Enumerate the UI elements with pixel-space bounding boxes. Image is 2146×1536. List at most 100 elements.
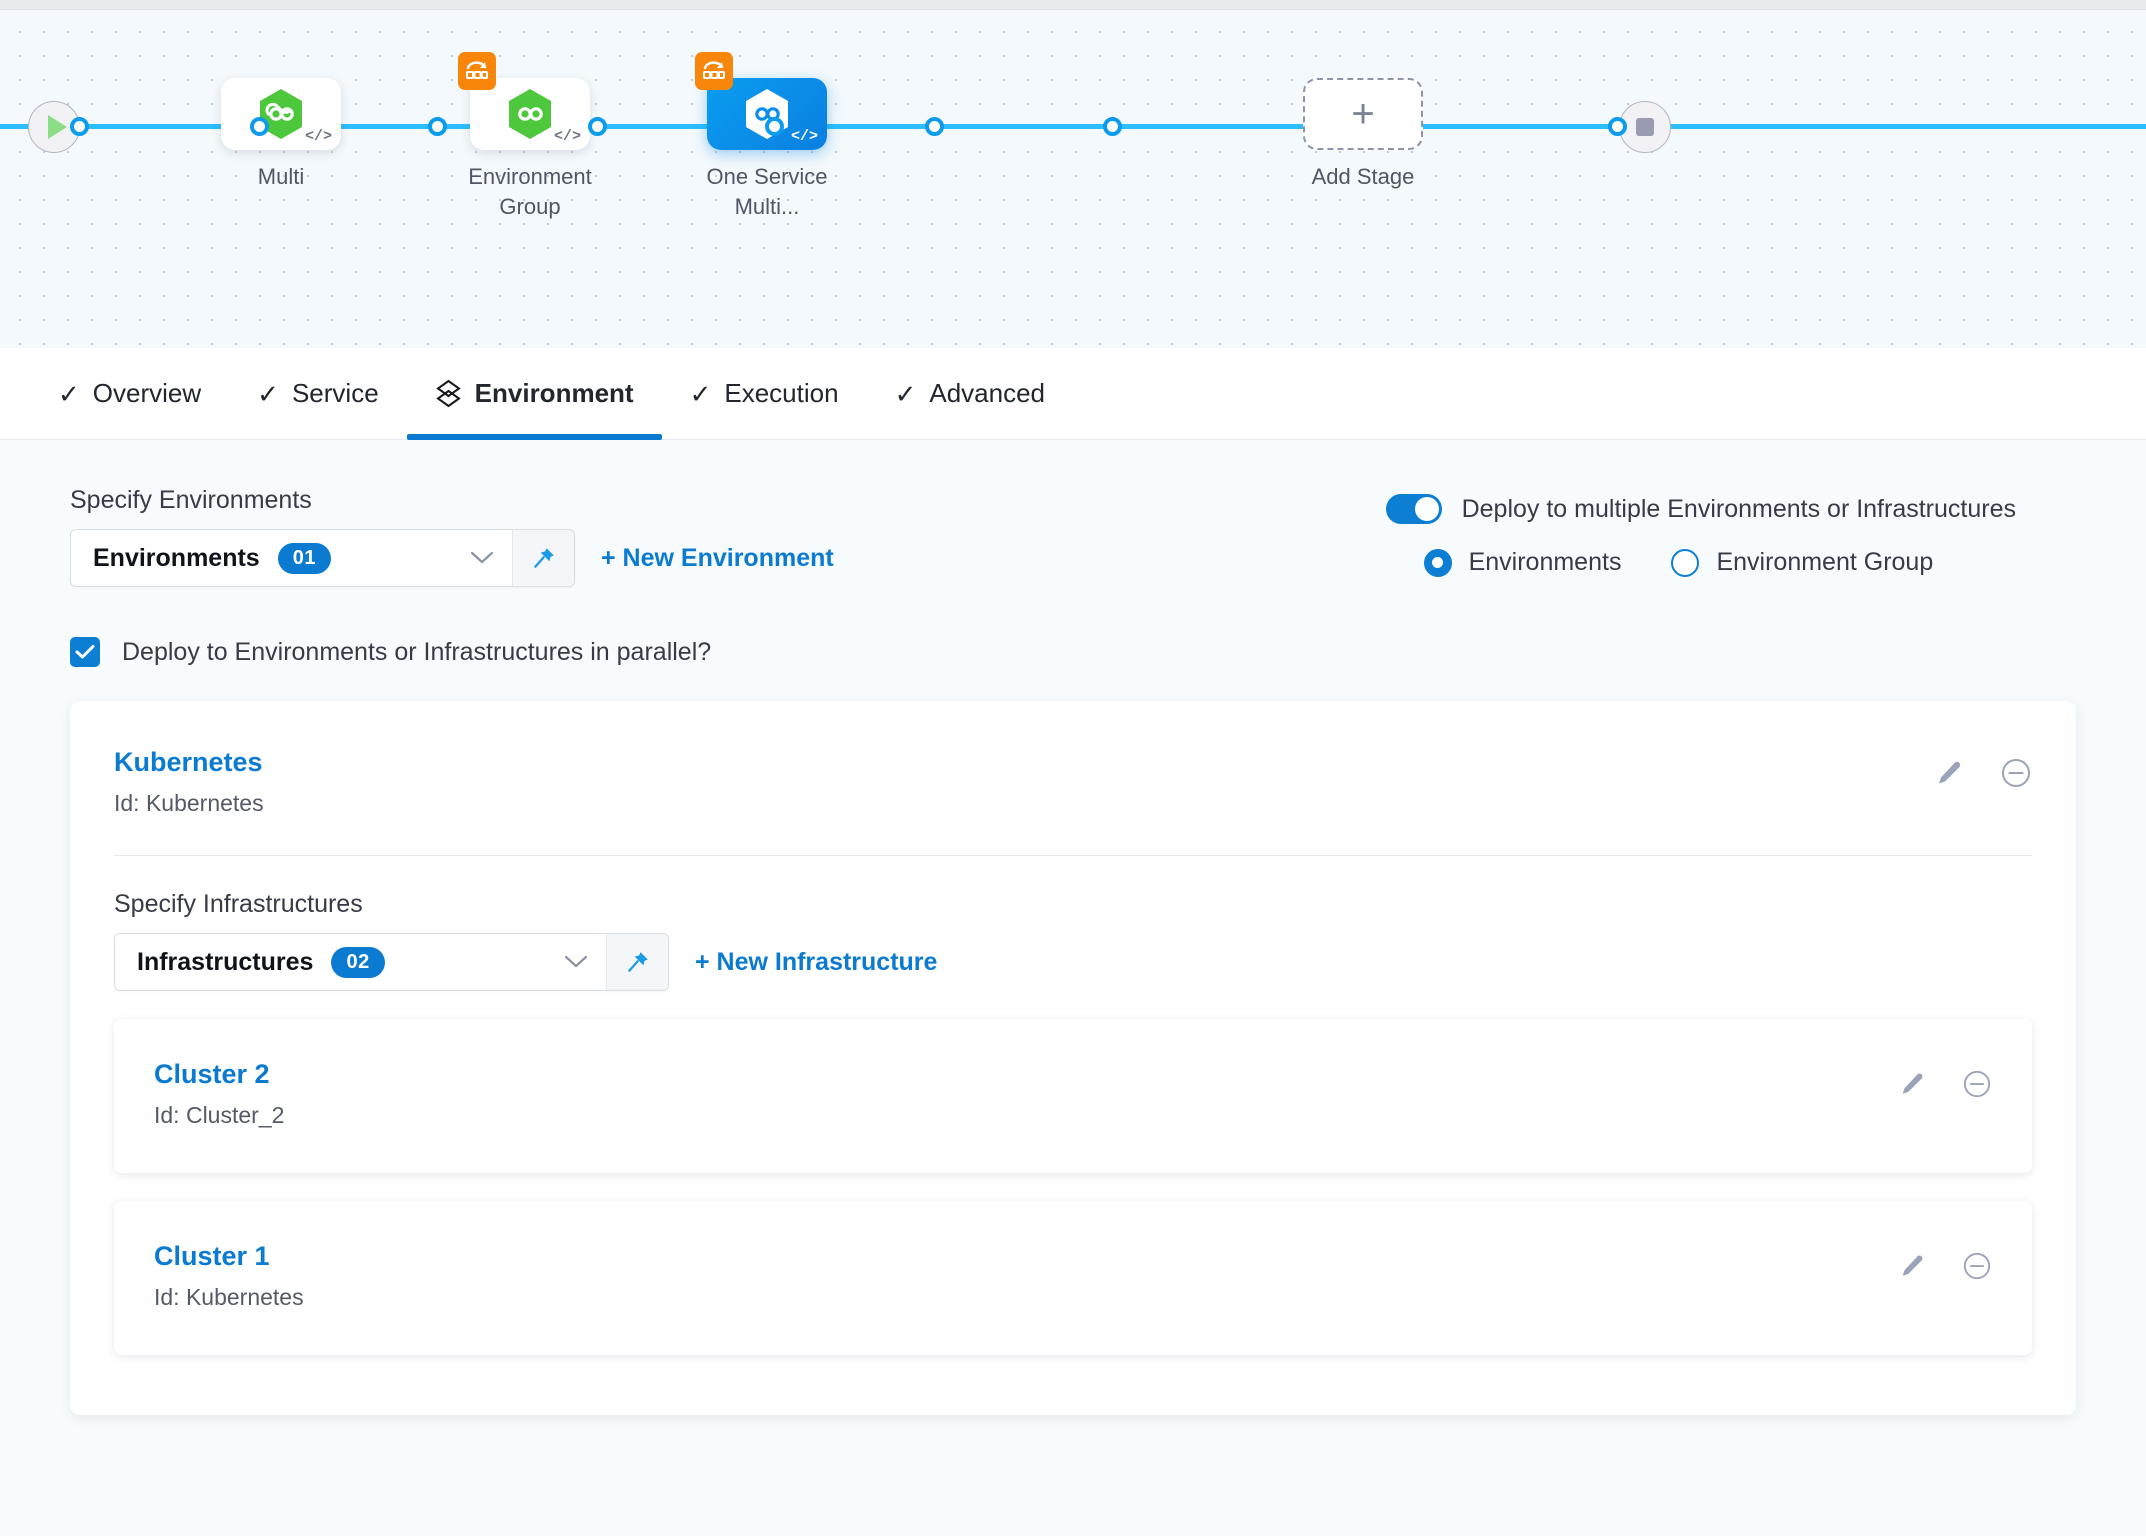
dropdown-text: Infrastructures [137, 947, 314, 976]
port-in-2[interactable] [588, 117, 607, 136]
new-environment-link[interactable]: + New Environment [601, 543, 834, 572]
parallel-deploy-checkbox-row[interactable]: Deploy to Environments or Infrastructure… [70, 637, 2076, 667]
port-out-2[interactable] [765, 117, 784, 136]
environment-identity: Kubernetes Id: Kubernetes [114, 747, 264, 817]
environment-remove-button[interactable] [2000, 757, 2032, 789]
radio-environments-input[interactable] [1423, 548, 1452, 577]
deploy-scope-radios: Environments Environment Group [1386, 548, 1933, 577]
radio-environments-label: Environments [1468, 548, 1622, 576]
parallel-deploy-checkbox[interactable] [70, 637, 100, 667]
chevron-down-icon[interactable] [564, 934, 606, 990]
pipeline-canvas[interactable]: </> Multi </> Environment G [0, 10, 2146, 348]
tab-label: Advanced [929, 378, 1046, 408]
environments-top-row: Specify Environments Environments 01 [70, 486, 2076, 587]
pipeline-connector-rail [0, 124, 2146, 129]
infrastructures-select-row: Infrastructures 02 + New Infrastructure [114, 933, 2032, 991]
port-start[interactable] [70, 117, 89, 136]
minus-circle-icon [2002, 759, 2030, 787]
infrastructure-card: Cluster 1 Id: Kubernetes [114, 1201, 2032, 1355]
infrastructure-remove-button[interactable] [1962, 1069, 1992, 1099]
port-out-1[interactable] [428, 117, 447, 136]
pipeline-stage-2[interactable]: </> Environment Group [445, 10, 615, 223]
infrastructure-name-link[interactable]: Cluster 2 [154, 1059, 270, 1089]
pipeline-start-node[interactable] [28, 101, 80, 153]
deploy-options-group: Deploy to multiple Environments or Infra… [1385, 486, 2016, 577]
environment-card: Kubernetes Id: Kubernetes [70, 701, 2076, 1415]
radio-environment-group[interactable]: Environment Group [1671, 548, 1933, 577]
add-stage-button[interactable]: + [1303, 78, 1423, 150]
infrastructures-dropdown[interactable]: Infrastructures 02 [114, 933, 669, 991]
environment-panel: Specify Environments Environments 01 [0, 440, 2146, 1536]
pencil-icon [1902, 1255, 1923, 1276]
tab-environment[interactable]: Environment [406, 348, 662, 440]
infrastructure-card-actions [1898, 1241, 1992, 1281]
infrastructure-identity: Cluster 2 Id: Cluster_2 [154, 1059, 284, 1129]
tab-label: Execution [724, 378, 839, 408]
environments-select-row: Environments 01 + New Environment [70, 529, 834, 587]
harness-hex-icon [509, 89, 551, 139]
port-out-3[interactable] [1103, 117, 1122, 136]
pipeline-stage-3[interactable]: </> One Service Multi... [682, 10, 852, 223]
environments-dropdown-value[interactable]: Environments 01 [71, 530, 470, 586]
layers-icon [435, 379, 462, 408]
multi-deploy-badge-icon [695, 52, 733, 90]
add-stage-node[interactable]: + Add Stage [1278, 10, 1448, 192]
new-infrastructure-link[interactable]: + New Infrastructure [695, 947, 938, 976]
chevron-down-icon[interactable] [470, 530, 512, 586]
stage-card[interactable]: </> [458, 52, 590, 150]
port-end[interactable] [1608, 117, 1627, 136]
port-in-3[interactable] [925, 117, 944, 136]
radio-environment-group-label: Environment Group [1716, 548, 1934, 576]
radio-environment-group-input[interactable] [1671, 548, 1700, 577]
parallel-deploy-label: Deploy to Environments or Infrastructure… [122, 637, 712, 666]
infrastructure-name-link[interactable]: Cluster 1 [154, 1241, 270, 1271]
tab-label: Overview [92, 378, 202, 408]
port-in-1[interactable] [250, 117, 269, 136]
multi-deploy-toggle[interactable] [1385, 494, 1442, 524]
harness-hex-icon [260, 89, 302, 139]
code-icon: </> [304, 128, 332, 145]
toggle-knob [1414, 497, 1439, 521]
infrastructures-dropdown-value[interactable]: Infrastructures 02 [115, 934, 564, 990]
check-icon: ✓ [58, 378, 80, 409]
infrastructure-id: Id: Cluster_2 [154, 1102, 285, 1128]
code-icon: </> [790, 128, 818, 145]
tab-execution[interactable]: ✓ Execution [662, 348, 867, 439]
check-icon: ✓ [894, 378, 917, 409]
environment-edit-button[interactable] [1934, 758, 1964, 788]
radio-environments[interactable]: Environments [1423, 548, 1622, 577]
infrastructure-edit-button[interactable] [1898, 1070, 1926, 1098]
infrastructure-card: Cluster 2 Id: Cluster_2 [114, 1019, 2032, 1173]
infrastructure-remove-button[interactable] [1962, 1251, 1992, 1281]
infrastructure-identity: Cluster 1 Id: Kubernetes [154, 1241, 304, 1311]
tab-label: Environment [474, 378, 634, 408]
multi-deploy-badge-icon [458, 52, 496, 90]
stage-card-selected[interactable]: </> [695, 52, 827, 150]
environments-pin-button[interactable] [512, 530, 574, 586]
environments-count-badge: 01 [277, 542, 331, 574]
check-icon: ✓ [689, 378, 712, 409]
pin-icon [533, 548, 554, 568]
tab-advanced[interactable]: ✓ Advanced [867, 348, 1073, 439]
infrastructure-id: Id: Kubernetes [154, 1284, 304, 1310]
multi-deploy-toggle-row[interactable]: Deploy to multiple Environments or Infra… [1385, 494, 2016, 524]
environment-name-link[interactable]: Kubernetes [114, 747, 263, 777]
environments-dropdown[interactable]: Environments 01 [70, 529, 575, 587]
stop-icon [1636, 118, 1654, 136]
tab-overview[interactable]: ✓ Overview [30, 348, 229, 439]
check-icon: ✓ [257, 378, 279, 409]
stage-label: Multi [257, 164, 305, 189]
add-stage-label: Add Stage [1311, 164, 1415, 189]
minus-circle-icon [1963, 1252, 1991, 1280]
infrastructure-edit-button[interactable] [1898, 1252, 1926, 1280]
tab-label: Service [291, 378, 379, 408]
environment-card-divider [114, 855, 2032, 856]
stage-card[interactable]: </> [221, 78, 341, 150]
specify-environments-label: Specify Environments [70, 486, 312, 514]
check-icon [75, 645, 95, 659]
infrastructures-pin-button[interactable] [606, 934, 668, 990]
play-icon [47, 115, 67, 139]
pipeline-stage-1[interactable]: </> Multi [196, 10, 366, 192]
tab-service[interactable]: ✓ Service [229, 348, 407, 439]
pencil-icon [1939, 761, 1961, 784]
